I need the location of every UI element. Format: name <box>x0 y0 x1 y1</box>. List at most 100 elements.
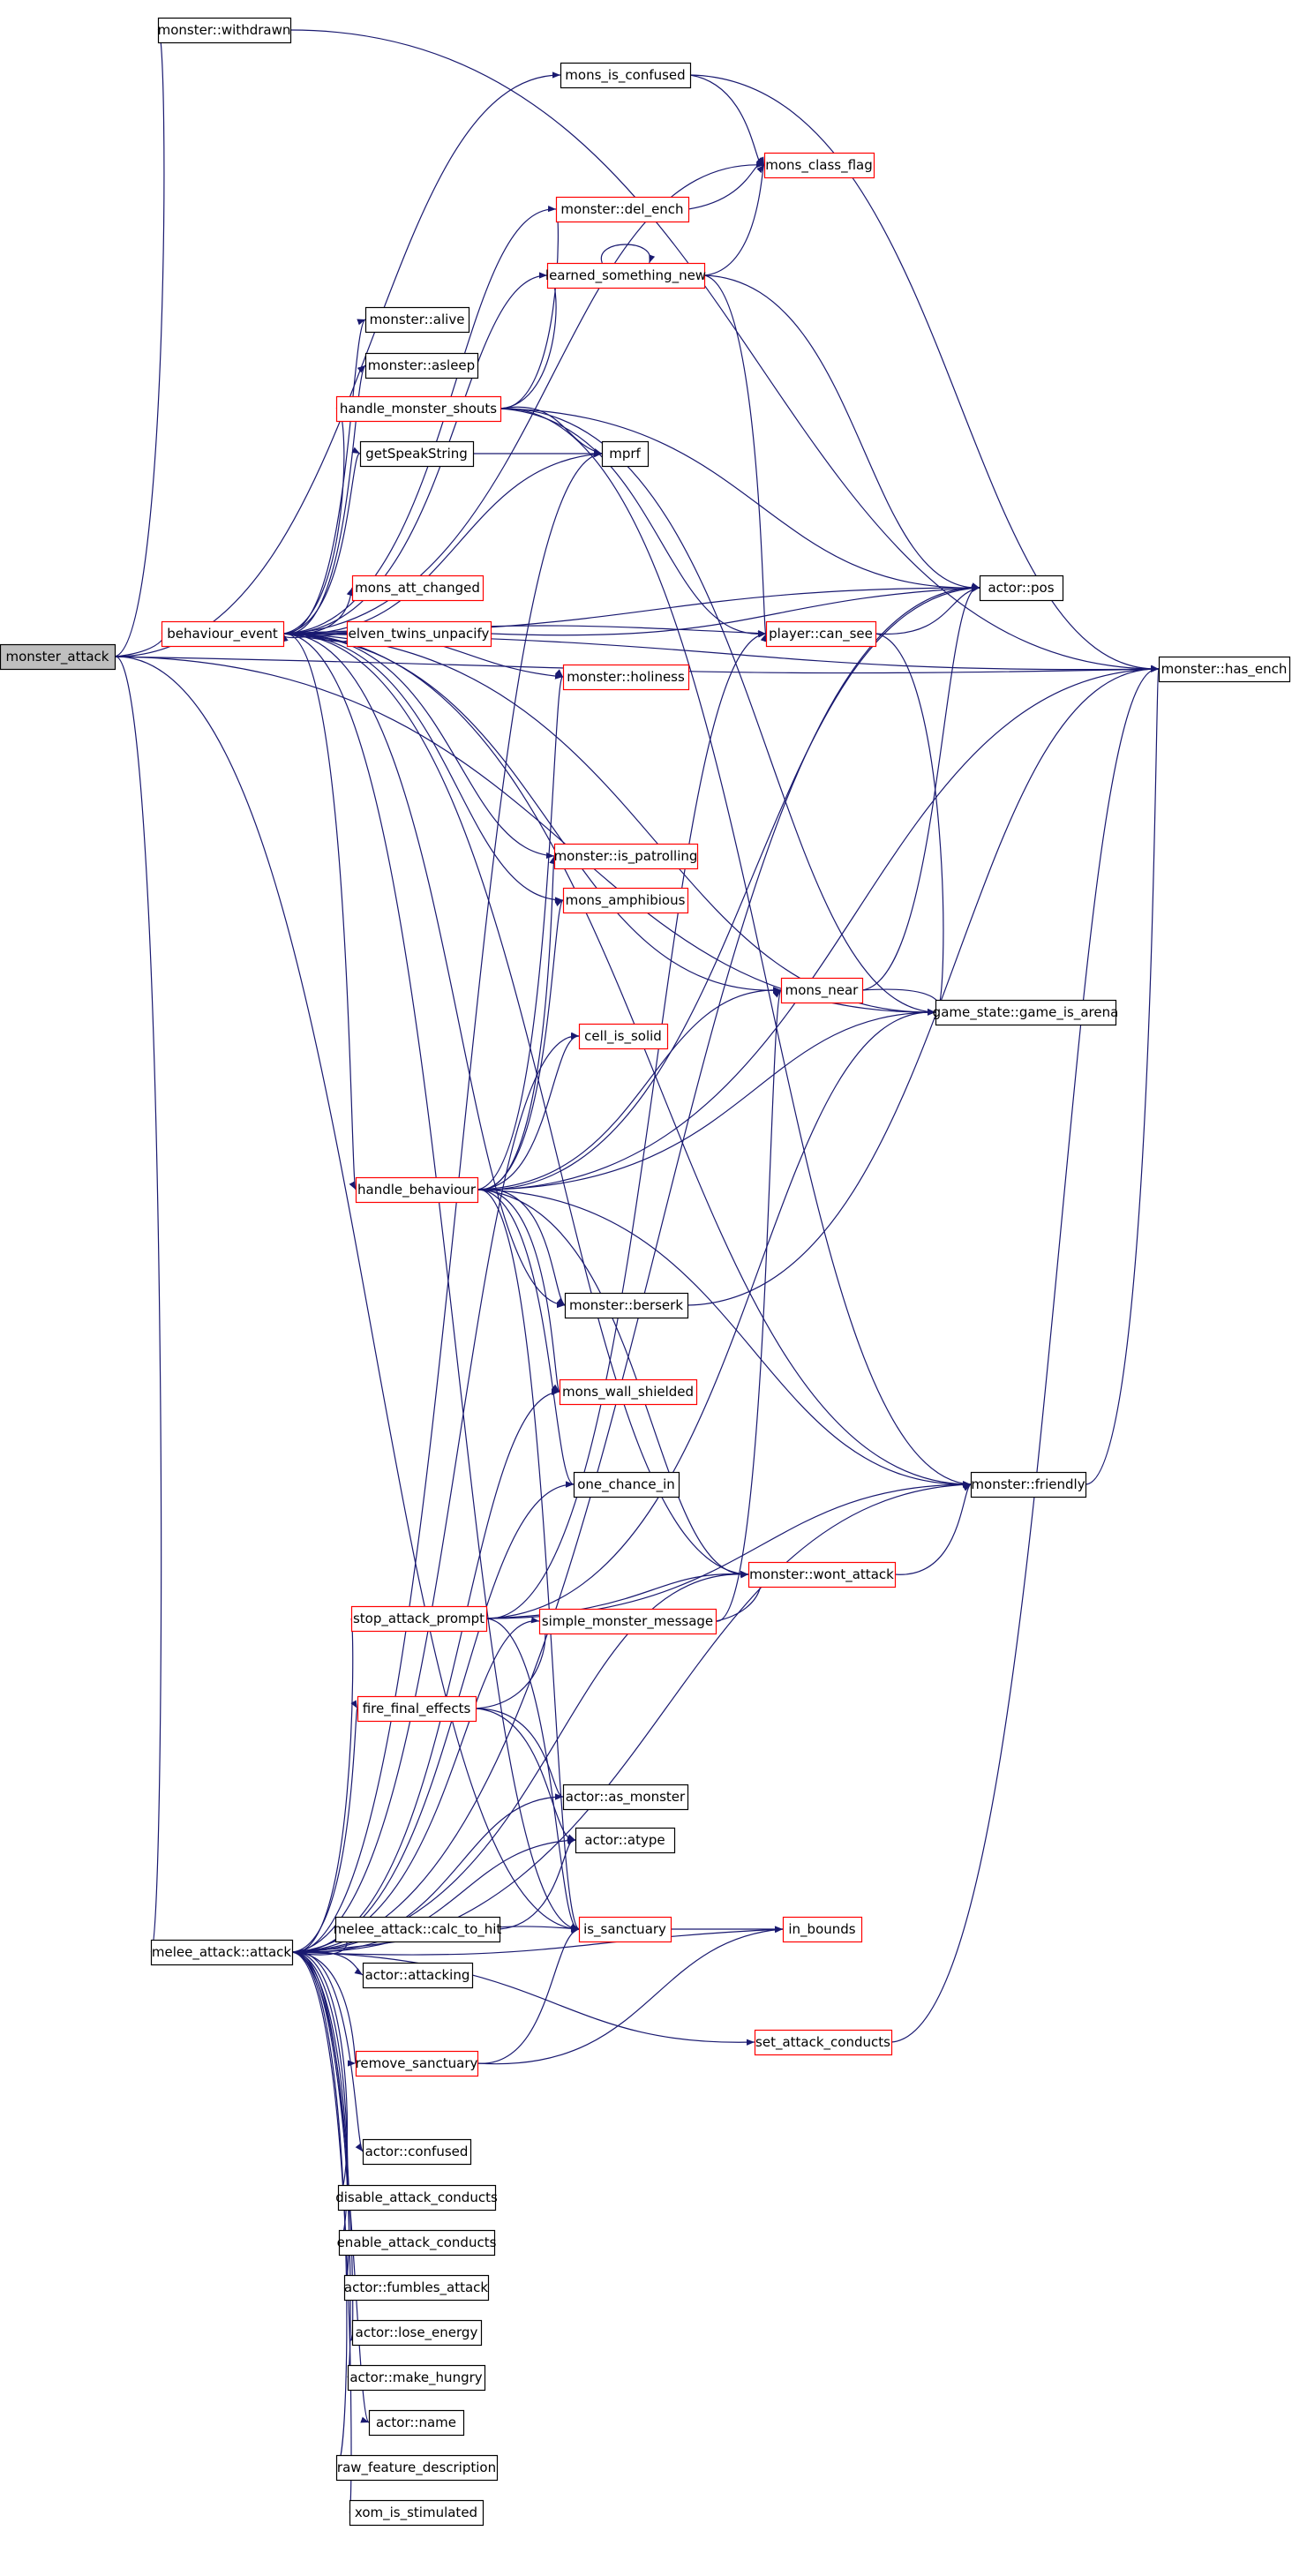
node-speak[interactable]: getSpeakString <box>359 440 475 468</box>
edge-simple_msg-to-mons_near <box>715 989 782 1622</box>
node-friendly[interactable]: monster::friendly <box>970 1471 1087 1498</box>
node-box <box>161 620 285 648</box>
node-wont-attack[interactable]: monster::wont_attack <box>747 1561 897 1588</box>
node-elven[interactable]: elven_twins_unpacify <box>346 620 492 648</box>
node-box <box>355 1176 479 1204</box>
node-alive[interactable]: monster::alive <box>364 306 470 334</box>
node-cell-solid[interactable]: cell_is_solid <box>578 1023 669 1050</box>
node-label: monster::holiness <box>567 669 685 685</box>
node-simple-msg[interactable]: simple_monster_message <box>538 1608 717 1635</box>
node-handle-behaviour[interactable]: handle_behaviour <box>355 1176 479 1204</box>
node-label: monster::withdrawn <box>158 22 291 38</box>
node-raw-feature[interactable]: raw_feature_description <box>335 2454 499 2482</box>
node-attacking[interactable]: actor::attacking <box>362 1962 474 1989</box>
node-label: learned_something_new <box>545 267 706 284</box>
node-box <box>355 2050 479 2077</box>
edge-handle_behaviour-to-arena <box>477 1009 936 1190</box>
edge-del_ench-to-mons_class_flag <box>687 157 765 210</box>
node-att-changed[interactable]: mons_att_changed <box>351 575 484 602</box>
node-asleep[interactable]: monster::asleep <box>364 352 479 379</box>
node-label: actor::name <box>376 2415 456 2430</box>
node-shouts[interactable]: handle_monster_shouts <box>335 395 502 423</box>
node-confused[interactable]: actor::confused <box>362 2138 472 2166</box>
edge-handle_behaviour-to-cell_solid <box>477 1033 580 1190</box>
node-xom[interactable]: xom_is_stimulated <box>349 2499 484 2527</box>
edge-behaviour_event-to-mons_class_flag <box>282 161 765 635</box>
node-calc-hit[interactable]: melee_attack::calc_to_hit <box>334 1916 502 1943</box>
node-del-ench[interactable]: monster::del_ench <box>555 196 690 223</box>
edge-melee_attack-to-enable_cond <box>291 1951 349 2246</box>
node-box <box>538 1608 717 1635</box>
node-in-bounds[interactable]: in_bounds <box>782 1916 863 1943</box>
node-melee-attack[interactable]: melee_attack::attack <box>150 1939 294 1966</box>
edge-handle_behaviour-to-mons_near <box>477 987 782 1190</box>
node-actor-name[interactable]: actor::name <box>368 2409 465 2437</box>
node-lose-energy[interactable]: actor::lose_energy <box>351 2319 483 2347</box>
node-arena[interactable]: game_state::game_is_arena <box>933 999 1119 1026</box>
node-box <box>349 2499 484 2527</box>
node-disable-cond[interactable]: disable_attack_conducts <box>335 2184 498 2212</box>
node-box <box>782 1916 863 1943</box>
node-label: xom_is_stimulated <box>355 2505 477 2521</box>
node-label: getSpeakString <box>365 446 468 462</box>
edge-monster_attack-to-mons_is_confused <box>114 71 561 657</box>
node-set-conducts[interactable]: set_attack_conducts <box>754 2029 893 2056</box>
node-box <box>347 2364 486 2392</box>
node-wall-shielded[interactable]: mons_wall_shielded <box>559 1378 698 1406</box>
node-fumbles[interactable]: actor::fumbles_attack <box>344 2274 490 2302</box>
node-stop-attack[interactable]: stop_attack_prompt <box>350 1605 488 1633</box>
node-berserk[interactable]: monster::berserk <box>564 1292 689 1319</box>
node-holiness[interactable]: monster::holiness <box>562 664 690 691</box>
edge-shouts-to-can_see <box>500 408 767 638</box>
node-box <box>560 62 692 89</box>
node-label: monster::asleep <box>368 357 475 373</box>
edge-learned-to-actor_pos <box>703 274 980 591</box>
node-box <box>562 887 689 914</box>
node-mons-is-confused[interactable]: mons_is_confused <box>560 62 692 89</box>
node-mons-near[interactable]: mons_near <box>780 977 864 1004</box>
edge-melee_attack-to-actor_name <box>291 1951 370 2423</box>
node-box <box>562 1784 689 1811</box>
node-box <box>1158 656 1291 683</box>
node-label: elven_twins_unpacify <box>349 626 490 642</box>
edge-mons_is_confused-to-has_ench <box>689 74 1160 672</box>
node-fire-final[interactable]: fire_final_effects <box>357 1695 477 1723</box>
edge-fire_final-to-atype <box>475 1708 576 1845</box>
node-box <box>362 1962 474 1989</box>
edge-handle_behaviour-to-actor_pos <box>477 584 980 1190</box>
node-has-ench[interactable]: monster::has_ench <box>1158 656 1291 683</box>
edge-handle_behaviour-to-patrolling <box>477 855 556 1190</box>
edge-behaviour_event-to-wont_attack <box>282 633 749 1578</box>
node-patrolling[interactable]: monster::is_patrolling <box>554 843 699 870</box>
node-withdrawn[interactable]: monster::withdrawn <box>158 17 292 44</box>
edge-melee_attack-to-attacking <box>291 1950 364 1976</box>
node-label: enable_attack_conducts <box>337 2234 497 2251</box>
edge-behaviour_event-to-holiness <box>282 631 564 680</box>
edge-learned-to-mons_class_flag <box>703 156 765 276</box>
node-learned[interactable]: learned_something_new <box>545 262 706 289</box>
edge-handle_behaviour-to-holiness <box>477 669 564 1190</box>
edge-remove_sanct-to-sanctuary <box>477 1927 580 2064</box>
node-as-monster[interactable]: actor::as_monster <box>562 1784 689 1811</box>
node-make-hungry[interactable]: actor::make_hungry <box>347 2364 486 2392</box>
node-atype[interactable]: actor::atype <box>575 1827 676 1854</box>
node-mons-class-flag[interactable]: mons_class_flag <box>763 152 875 179</box>
edge-melee_attack-to-in_bounds <box>291 1926 784 1956</box>
node-box <box>765 620 877 648</box>
node-sanctuary[interactable]: is_sanctuary <box>578 1916 672 1943</box>
node-actor-pos[interactable]: actor::pos <box>979 575 1064 602</box>
node-label: actor::make_hungry <box>349 2369 482 2386</box>
node-remove-sanct[interactable]: remove_sanctuary <box>355 2050 479 2077</box>
node-box <box>0 643 116 671</box>
node-behaviour-event[interactable]: behaviour_event <box>161 620 285 648</box>
node-amphibious[interactable]: mons_amphibious <box>562 887 689 914</box>
node-label: behaviour_event <box>167 626 278 642</box>
node-mprf[interactable]: mprf <box>601 440 650 468</box>
node-label: handle_behaviour <box>357 1182 477 1198</box>
node-box <box>780 977 864 1004</box>
node-enable-cond[interactable]: enable_attack_conducts <box>337 2229 497 2257</box>
node-one-chance[interactable]: one_chance_in <box>573 1471 680 1498</box>
edge-melee_attack-to-atype <box>291 1836 576 1953</box>
edge-behaviour_event-to-berserk <box>282 633 566 1309</box>
node-can-see[interactable]: player::can_see <box>765 620 877 648</box>
